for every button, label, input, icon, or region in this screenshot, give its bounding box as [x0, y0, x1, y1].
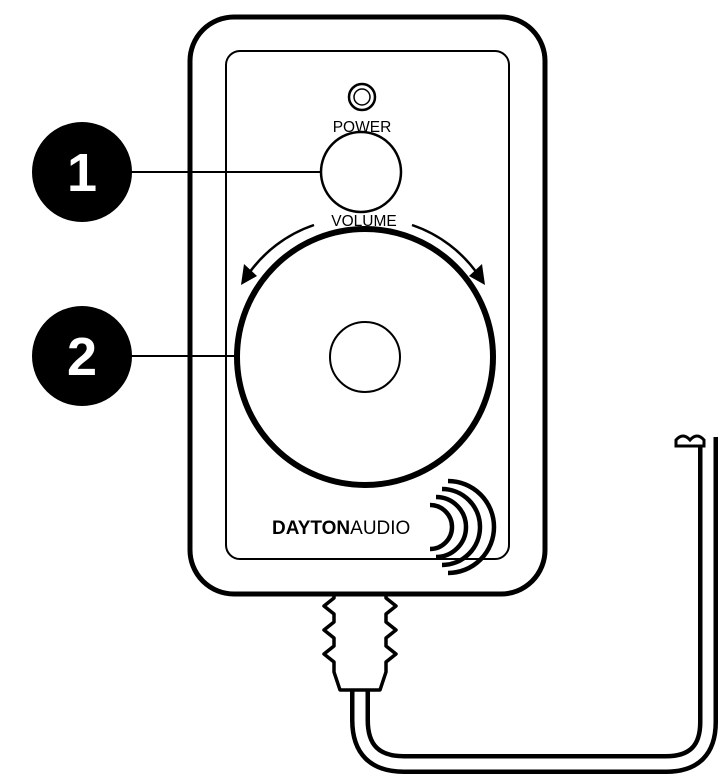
- cable: [350, 434, 718, 774]
- volume-knob-center: [329, 321, 401, 393]
- volume-label: VOLUME: [331, 213, 396, 230]
- brand-wordmark: DAYTONAUDIO: [272, 518, 410, 539]
- power-button[interactable]: [319, 130, 403, 214]
- strain-relief: [322, 586, 398, 692]
- brand-logo: DAYTONAUDIO: [272, 478, 497, 576]
- sound-waves-icon: [429, 478, 497, 576]
- volume-up-arrow-icon: [469, 264, 485, 285]
- callout-1: 1: [32, 122, 321, 222]
- callout-1-number: 1: [67, 143, 97, 203]
- power-label: POWER: [333, 119, 392, 136]
- volume-down-arrow-icon: [241, 264, 257, 285]
- volume-arc: [241, 223, 485, 285]
- power-led-lens: [353, 88, 371, 106]
- callout-2-number: 2: [67, 327, 97, 387]
- callout-2: 2: [32, 306, 237, 406]
- callout-2-badge: [32, 306, 132, 406]
- callout-1-badge: [32, 122, 132, 222]
- cable-cut-end: [674, 434, 706, 448]
